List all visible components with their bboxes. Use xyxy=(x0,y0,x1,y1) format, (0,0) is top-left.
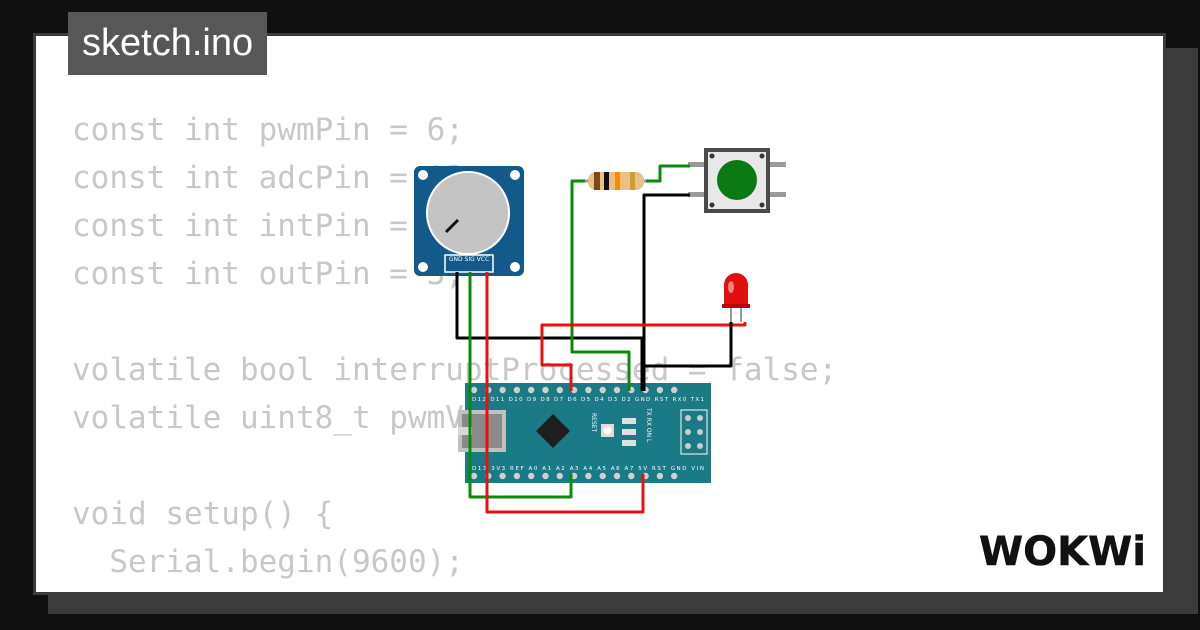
header-pin[interactable] xyxy=(671,472,678,480)
red-led[interactable] xyxy=(722,273,750,322)
header-pin[interactable] xyxy=(656,472,664,480)
header-pin[interactable] xyxy=(499,472,506,480)
header-pin[interactable] xyxy=(556,386,563,394)
code-line: Serial.begin(9600); xyxy=(72,544,464,580)
wokwi-logo: WOKWi xyxy=(979,529,1146,576)
header-pin[interactable] xyxy=(613,386,621,394)
header-pin[interactable] xyxy=(599,386,606,394)
board-led-labels: TX RX ON L xyxy=(645,407,652,443)
wire-red-led xyxy=(540,322,747,391)
wire-red-pot-vcc xyxy=(485,272,645,514)
wire-black-pot-gnd xyxy=(455,272,644,391)
file-tab[interactable]: sketch.ino xyxy=(68,12,268,75)
header-pin[interactable] xyxy=(585,472,592,480)
potentiometer[interactable]: GND SIG VCC xyxy=(414,166,524,276)
header-pin[interactable] xyxy=(499,386,506,394)
header-pin[interactable] xyxy=(528,472,535,480)
wire-green-pot-sig xyxy=(468,272,573,499)
preview-card: const int pwmPin = 6; const int adcPin = … xyxy=(33,33,1166,595)
arduino-nano[interactable]: RESET TX RX ON L D12 D11 D10 D9 D8 D7 D6… xyxy=(458,383,711,483)
header-pin[interactable] xyxy=(542,386,549,394)
header-pin[interactable] xyxy=(528,386,535,394)
code-line: const int pwmPin = 6; xyxy=(72,112,464,148)
header-pin[interactable] xyxy=(656,386,664,394)
pushbutton[interactable] xyxy=(688,148,786,213)
header-pin[interactable] xyxy=(556,472,563,480)
code-line: void setup() { xyxy=(72,496,334,532)
wire-black-button xyxy=(642,193,690,391)
header-pin[interactable] xyxy=(513,386,521,394)
header-pin[interactable] xyxy=(671,386,678,394)
wire-green-resistor xyxy=(570,179,631,391)
header-pin[interactable] xyxy=(470,472,478,480)
header-pin[interactable] xyxy=(542,472,549,480)
header-pin[interactable] xyxy=(599,472,606,480)
bottom-pin-labels: D13 3V3 REF A0 A1 A2 A3 A4 A5 A6 A7 5V R… xyxy=(472,466,704,472)
wire-green-button xyxy=(646,164,690,183)
reset-label: RESET xyxy=(590,413,597,433)
header-pin[interactable] xyxy=(613,472,621,480)
wire-black-led xyxy=(642,322,733,368)
pot-pin-labels: GND SIG VCC xyxy=(449,256,489,263)
top-pin-labels: D12 D11 D10 D9 D8 D7 D6 D5 D4 D3 D2 GND … xyxy=(472,397,704,403)
resistor[interactable] xyxy=(572,172,658,190)
code-line: const int adcPin = A3; xyxy=(72,160,483,196)
top-header-pins[interactable] xyxy=(470,386,678,394)
header-pin[interactable] xyxy=(470,386,478,394)
code-line: volatile bool interruptProcessed = false… xyxy=(72,352,838,388)
bottom-header-pins[interactable] xyxy=(470,472,678,480)
header-pin[interactable] xyxy=(585,386,592,394)
wires xyxy=(455,164,747,514)
header-pin[interactable] xyxy=(513,472,521,480)
header-pin[interactable] xyxy=(628,472,635,480)
wokwi-logo-text: WOKWi xyxy=(979,529,1146,575)
